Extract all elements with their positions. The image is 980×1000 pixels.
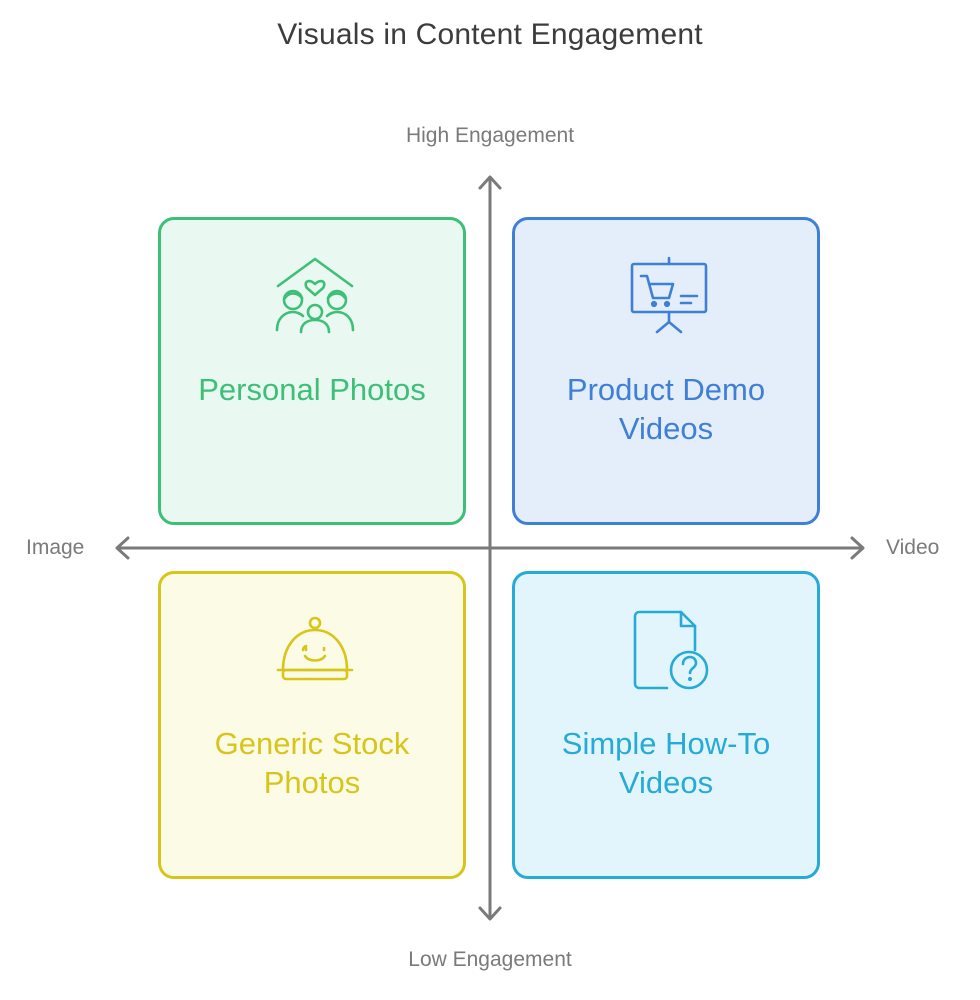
y-axis-top-label: High Engagement [405,124,575,147]
quadrant-product-demo-videos: Product Demo Videos [512,217,820,525]
quadrant-generic-stock-photos: Generic Stock Photos [158,571,466,879]
quadrant-personal-photos: Personal Photos [158,217,466,525]
serving-cloche-smile-icon [276,616,354,681]
down-arrow-head [478,906,502,921]
page-title: Visuals in Content Engagement [277,18,703,51]
family-house-heart-icon [275,257,355,334]
quadrant-label: Simple How-To Videos [561,726,771,800]
document-question-icon [633,610,709,690]
x-axis-left-label: Image [26,536,85,559]
x-axis-right-label: Video [886,536,940,559]
up-arrow-head [478,175,502,190]
y-axis-bottom-label: Low Engagement [408,948,572,971]
quadrant-label: Generic Stock Photos [214,726,410,800]
quadrant-label: Product Demo Videos [566,372,766,446]
quadrant-simple-how-to-videos: Simple How-To Videos [512,571,820,879]
quadrant-label: Personal Photos [198,372,426,407]
shopping-cart-presentation-icon [630,256,708,334]
left-arrow-head [115,536,130,560]
right-arrow-head [850,536,865,560]
